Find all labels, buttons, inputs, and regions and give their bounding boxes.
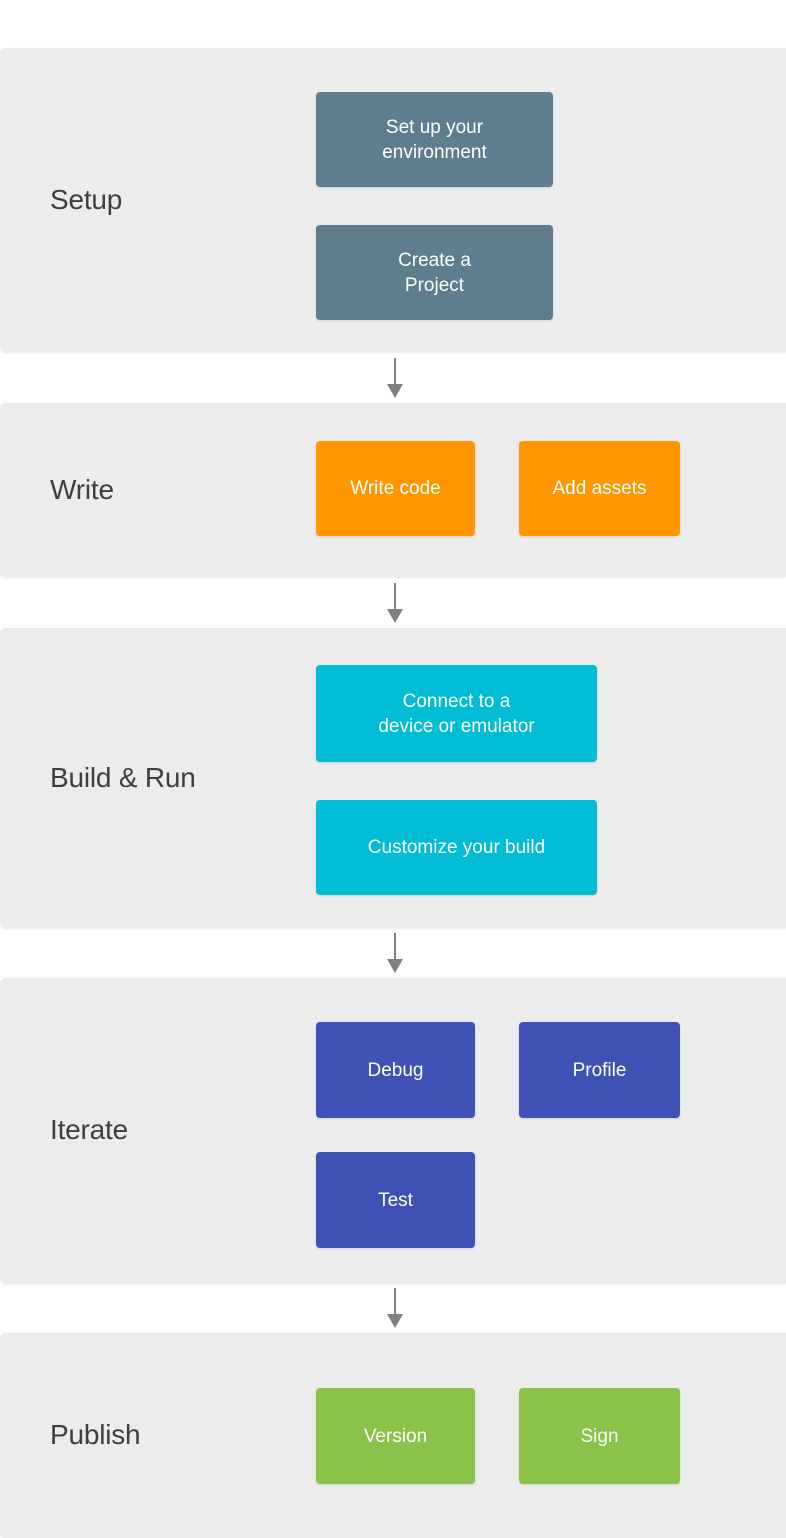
arrow-down-icon-write-to-build-and-run [383,583,407,623]
arrow-head [387,959,403,973]
node-profile[interactable]: Profile [519,1022,680,1118]
node-label-line1: Debug [367,1059,424,1081]
node-add-assets[interactable]: Add assets [519,441,680,536]
arrow-head [387,609,403,623]
arrow-head [387,1314,403,1328]
node-label-line1: Profile [572,1059,627,1081]
node-label-line1: Write code [350,478,441,499]
node-debug[interactable]: Debug [316,1022,475,1118]
section-label-iterate: Iterate [50,1114,128,1145]
node-label-line1: Add assets [552,478,647,499]
section-label-build-and-run: Build & Run [50,762,196,793]
arrow-down-icon-setup-to-write [383,358,407,398]
node-label-line2: Project [404,274,465,296]
node-label-line1: Connect to a [402,690,511,712]
node-sign[interactable]: Sign [519,1388,680,1484]
arrow-shaft [394,583,396,609]
node-label-line2: environment [382,141,487,163]
arrow-down-icon-build-and-run-to-iterate [383,933,407,973]
node-customize-your-build[interactable]: Customize your build [316,800,597,895]
section-label-publish: Publish [50,1419,141,1450]
section-label-write: Write [50,474,114,505]
node-label-line1: Version [363,1425,428,1447]
node-connect-to-a-device-or-emulator[interactable]: Connect to a device or emulator [316,665,597,762]
arrow-shaft [394,1288,396,1314]
arrow-head [387,384,403,398]
arrow-down-icon-iterate-to-publish [383,1288,407,1328]
arrow-shaft [394,933,396,959]
node-label-line1: Customize your build [367,837,546,858]
node-label-line1: Create a [398,249,471,271]
node-test[interactable]: Test [316,1152,475,1248]
node-write-code[interactable]: Write code [316,441,475,536]
section-label-setup: Setup [50,184,123,215]
node-label-line1: Sign [580,1425,619,1447]
node-set-up-your-environment[interactable]: Set up your environment [316,92,553,187]
node-label-line1: Set up your [385,116,484,138]
node-label-line1: Test [378,1189,413,1211]
arrow-shaft [394,358,396,384]
node-version[interactable]: Version [316,1388,475,1484]
node-create-a-project[interactable]: Create a Project [316,225,553,320]
node-label-line2: device or emulator [378,715,535,737]
